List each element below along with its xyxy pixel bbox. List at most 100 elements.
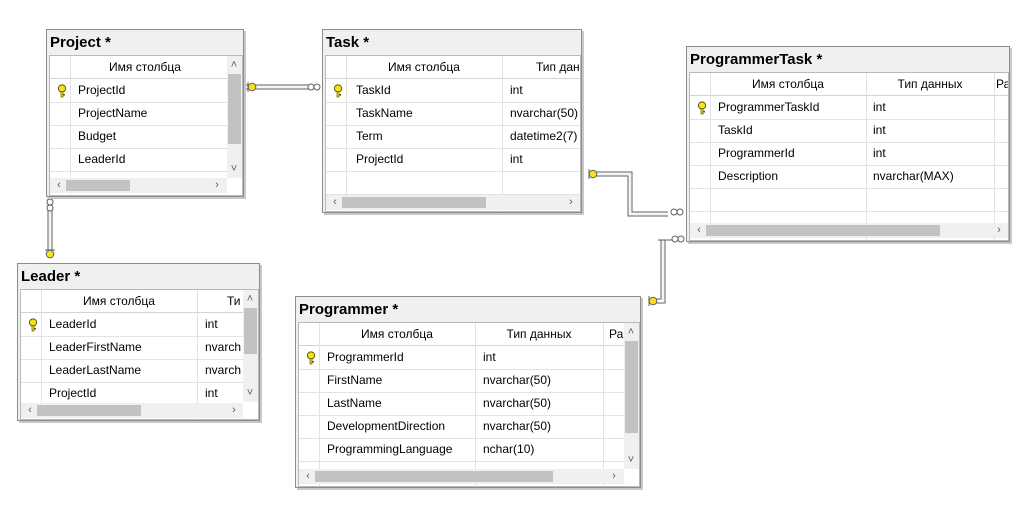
table-row[interactable]: TaskId int bbox=[690, 119, 1008, 143]
table-row[interactable]: Description nvarchar(MAX) bbox=[690, 165, 1008, 189]
column-name[interactable]: ProgrammingLanguage bbox=[327, 442, 453, 456]
column-name[interactable]: Term bbox=[356, 129, 383, 143]
header-column-name[interactable]: Имя столбца bbox=[109, 60, 181, 74]
table-task[interactable]: Task * Имя столбца Тип данн TaskId int T… bbox=[322, 29, 582, 213]
data-type[interactable]: int bbox=[483, 350, 496, 364]
column-name[interactable]: TaskName bbox=[356, 106, 413, 120]
table-row[interactable]: TaskId int bbox=[326, 79, 580, 103]
column-name[interactable]: ProgrammerTaskId bbox=[718, 100, 820, 114]
column-name[interactable]: LeaderLastName bbox=[49, 363, 142, 377]
scroll-up-icon[interactable]: ˄ bbox=[246, 293, 254, 305]
scroll-down-icon[interactable]: ˅ bbox=[230, 163, 238, 175]
data-type[interactable]: int bbox=[205, 386, 218, 400]
header-allow-nulls[interactable]: Ра bbox=[609, 327, 624, 341]
column-name[interactable]: FirstName bbox=[327, 373, 383, 387]
column-name[interactable]: ProjectId bbox=[78, 83, 126, 97]
table-title[interactable]: Project * bbox=[50, 34, 111, 51]
table-row[interactable]: LastName nvarchar(50) bbox=[299, 392, 624, 416]
header-column-name[interactable]: Имя столбца bbox=[83, 294, 155, 308]
scroll-thumb[interactable] bbox=[706, 225, 940, 236]
table-row-empty[interactable] bbox=[326, 171, 580, 195]
column-name[interactable]: ProgrammerId bbox=[327, 350, 404, 364]
scroll-right-icon[interactable]: › bbox=[569, 196, 573, 208]
data-type[interactable]: nvarchar(50) bbox=[510, 106, 579, 120]
horizontal-scrollbar[interactable]: ‹ › bbox=[50, 178, 227, 193]
scroll-left-icon[interactable]: ‹ bbox=[333, 196, 337, 208]
horizontal-scrollbar[interactable]: ‹ › bbox=[326, 195, 580, 210]
table-row[interactable]: ProjectName bbox=[50, 102, 227, 126]
scroll-thumb[interactable] bbox=[342, 197, 486, 208]
column-name[interactable]: LastName bbox=[327, 396, 382, 410]
table-title[interactable]: Programmer * bbox=[299, 301, 399, 318]
table-title[interactable]: ProgrammerTask * bbox=[690, 51, 823, 68]
column-name[interactable]: TaskId bbox=[718, 123, 753, 137]
data-type[interactable]: int bbox=[873, 123, 886, 137]
scroll-right-icon[interactable]: › bbox=[997, 224, 1001, 236]
scroll-up-icon[interactable]: ˄ bbox=[230, 59, 238, 71]
column-name[interactable]: ProgrammerId bbox=[718, 146, 795, 160]
header-column-name[interactable]: Имя столбца bbox=[361, 327, 433, 341]
table-row[interactable]: LeaderLastName nvarch bbox=[21, 359, 243, 383]
column-name[interactable]: ProjectId bbox=[49, 386, 97, 400]
table-programmertask[interactable]: ProgrammerTask * Имя столбца Тип данных … bbox=[686, 46, 1010, 242]
table-row[interactable]: LeaderId int bbox=[21, 313, 243, 337]
scroll-left-icon[interactable]: ‹ bbox=[306, 470, 310, 482]
table-row[interactable]: TaskName nvarchar(50) bbox=[326, 102, 580, 126]
scroll-down-icon[interactable]: ˅ bbox=[246, 387, 254, 399]
vertical-scrollbar[interactable]: ˄ ˅ bbox=[243, 290, 258, 402]
table-row[interactable]: ProgrammerId int bbox=[690, 142, 1008, 166]
column-name[interactable]: LeaderId bbox=[49, 317, 97, 331]
table-programmer[interactable]: Programmer * Имя столбца Тип данных Ра P… bbox=[295, 296, 641, 488]
data-type[interactable]: int bbox=[873, 146, 886, 160]
horizontal-scrollbar[interactable]: ‹ › bbox=[299, 469, 624, 484]
column-name[interactable]: Description bbox=[718, 169, 779, 183]
data-type[interactable]: int bbox=[873, 100, 886, 114]
scroll-up-icon[interactable]: ˄ bbox=[627, 326, 635, 338]
header-column-name[interactable]: Имя столбца bbox=[752, 77, 824, 91]
scroll-right-icon[interactable]: › bbox=[232, 404, 236, 416]
column-name[interactable]: ProjectName bbox=[78, 106, 148, 120]
vertical-scrollbar[interactable]: ˄ ˅ bbox=[227, 56, 242, 178]
scroll-thumb[interactable] bbox=[315, 471, 553, 482]
header-allow-nulls[interactable]: Ра bbox=[996, 77, 1009, 91]
table-row[interactable]: Budget bbox=[50, 125, 227, 149]
column-name[interactable]: LeaderId bbox=[78, 152, 126, 166]
table-title[interactable]: Leader * bbox=[21, 268, 81, 285]
scroll-left-icon[interactable]: ‹ bbox=[28, 404, 32, 416]
data-type[interactable]: datetime2(7) bbox=[510, 129, 578, 143]
column-name[interactable]: TaskId bbox=[356, 83, 391, 97]
data-type[interactable]: nchar(10) bbox=[483, 442, 535, 456]
horizontal-scrollbar[interactable]: ‹ › bbox=[21, 403, 243, 418]
table-row[interactable]: FirstName nvarchar(50) bbox=[299, 369, 624, 393]
table-row[interactable]: ProgrammerId int bbox=[299, 346, 624, 370]
data-type[interactable]: int bbox=[205, 317, 218, 331]
scroll-left-icon[interactable]: ‹ bbox=[57, 179, 61, 191]
table-row[interactable]: ProjectId bbox=[50, 79, 227, 103]
header-data-type[interactable]: Тип данных bbox=[897, 77, 963, 91]
table-row[interactable]: LeaderId bbox=[50, 148, 227, 172]
table-row[interactable]: ProgrammingLanguage nchar(10) bbox=[299, 438, 624, 462]
data-type[interactable]: nvarchar(50) bbox=[483, 419, 552, 433]
table-row[interactable]: ProjectId int bbox=[326, 148, 580, 172]
data-type[interactable]: nvarch bbox=[205, 340, 242, 354]
vertical-scrollbar[interactable]: ˄ ˅ bbox=[624, 323, 639, 469]
column-name[interactable]: Budget bbox=[78, 129, 117, 143]
data-type[interactable]: nvarchar(MAX) bbox=[873, 169, 954, 183]
scroll-thumb[interactable] bbox=[37, 405, 141, 416]
table-row[interactable]: Term datetime2(7) bbox=[326, 125, 580, 149]
header-column-name[interactable]: Имя столбца bbox=[388, 60, 460, 74]
table-leader[interactable]: Leader * Имя столбца Ти LeaderId int Lea… bbox=[17, 263, 260, 421]
column-name[interactable]: DevelopmentDirection bbox=[327, 419, 446, 433]
scroll-thumb[interactable] bbox=[625, 341, 638, 433]
data-type[interactable]: nvarchar(50) bbox=[483, 373, 552, 387]
horizontal-scrollbar[interactable]: ‹ › bbox=[690, 223, 1008, 238]
table-title[interactable]: Task * bbox=[326, 34, 370, 51]
scroll-left-icon[interactable]: ‹ bbox=[697, 224, 701, 236]
scroll-thumb[interactable] bbox=[228, 74, 241, 144]
scroll-down-icon[interactable]: ˅ bbox=[627, 454, 635, 466]
column-name[interactable]: LeaderFirstName bbox=[49, 340, 142, 354]
scroll-thumb[interactable] bbox=[244, 308, 257, 354]
data-type[interactable]: nvarchar(50) bbox=[483, 396, 552, 410]
table-row-empty[interactable] bbox=[690, 188, 1008, 212]
data-type[interactable]: int bbox=[510, 83, 523, 97]
